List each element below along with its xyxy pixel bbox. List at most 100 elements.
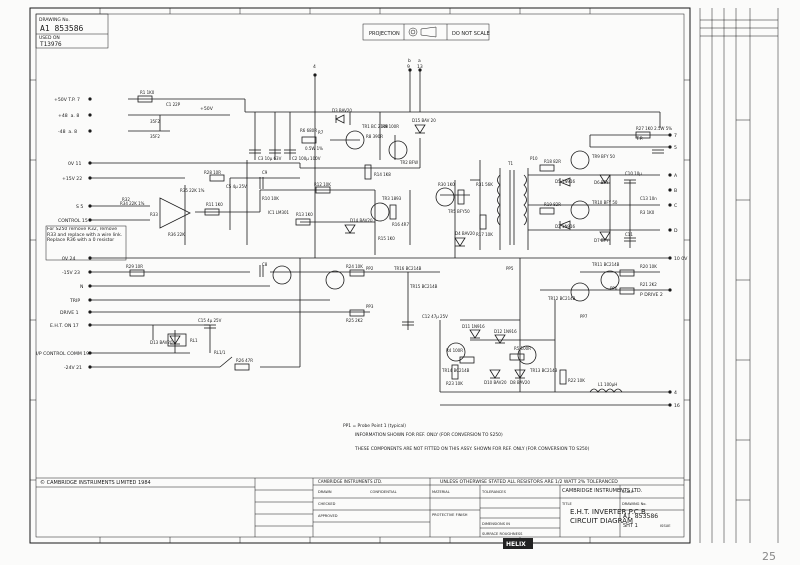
- tb-material: MATERIAL: [432, 490, 450, 494]
- title-line-1: E.H.T. INVERTER P.C.B.: [570, 508, 648, 516]
- label-35f2-a: 35F2: [150, 119, 160, 124]
- projection-box: [362, 23, 490, 41]
- label-d8: D8 BAV20: [510, 380, 530, 385]
- out-4: 4: [674, 390, 677, 396]
- label-r32: R32: [122, 197, 130, 202]
- label-t1: T1: [507, 161, 513, 166]
- label-tr11: TR11 BC214B: [591, 262, 620, 267]
- label-c10: C10 10µ: [625, 171, 642, 176]
- label-r11: R11 1K0: [206, 202, 223, 207]
- label-pp5: PP5: [506, 266, 514, 271]
- node-13: 13: [417, 64, 423, 70]
- label-r6: R6 680R: [300, 128, 317, 133]
- projection-label: PROJECTION: [369, 31, 400, 37]
- label-tr10: TR10 BFY 50: [591, 200, 618, 205]
- rail-0v: 0V 11: [68, 161, 81, 167]
- label-tr13: TR13 BC214B: [529, 368, 558, 373]
- tb-approved: APPROVED: [318, 514, 338, 518]
- tb-drawing-no-value: A1 853586: [623, 512, 658, 520]
- rail-p50v: +50V: [200, 106, 214, 112]
- rail-drive1: DRIVE 1: [60, 310, 79, 316]
- grid-ticks: [30, 8, 690, 543]
- label-pp7: PP7: [580, 314, 588, 319]
- do-not-scale-label: DO NOT SCALE: [452, 31, 490, 37]
- tb-protective: PROTECTIVE FINISH: [432, 513, 468, 517]
- out-16: 16: [674, 403, 680, 409]
- used-on-value: T13976: [40, 41, 62, 48]
- tb-scale: SCALE: [622, 490, 634, 494]
- label-r25: R25 2K2: [346, 318, 363, 323]
- inner-frame: [35, 13, 685, 538]
- label-tr15: TR15 BC214B: [409, 284, 438, 289]
- relay-switch: [219, 356, 233, 368]
- label-d6: D6 BTY: [594, 180, 609, 185]
- transformer-t1: [497, 170, 527, 245]
- label-r7: R7: [318, 130, 324, 135]
- label-pp2: PP2: [366, 266, 374, 271]
- label-r1: R1 1K0: [140, 90, 155, 95]
- label-r19: R19 82R: [544, 202, 561, 207]
- label-c3: C3 10µ 63V: [258, 156, 282, 161]
- out-a: A: [674, 173, 678, 179]
- label-r35: R35 22K 1%: [180, 188, 205, 193]
- rail-n: N: [80, 284, 83, 290]
- label-tr1: TR1 BC 214B: [361, 124, 388, 129]
- title-line-2: CIRCUIT DIAGRAM: [570, 517, 633, 525]
- rail-p50-tp: +50V T.P. 7: [54, 97, 80, 103]
- rail-p15: +15V 22: [62, 176, 82, 182]
- node-9: 9: [407, 64, 410, 70]
- rail-eht-on: E.H.T. ON 17: [50, 323, 79, 329]
- label-d4: D4 BAV20: [455, 231, 475, 236]
- label-r31: R31 56K: [476, 182, 493, 187]
- drawing-no-value: A1 853586: [40, 24, 84, 33]
- label-pp3: PP3: [366, 304, 374, 309]
- out-7: 7: [674, 133, 677, 139]
- label-r33: R33: [150, 212, 158, 217]
- label-r28: R28 10R: [204, 170, 221, 175]
- out-d: D: [674, 228, 678, 234]
- copyright: © CAMBRIDGE INSTRUMENTS LIMITED 1984: [40, 479, 151, 486]
- notes-block: PP1 = Probe Point 1 (typical) INFORMATIO…: [343, 423, 590, 452]
- label-r26: R26 47R: [236, 358, 253, 363]
- rail-control: CONTROL 15: [58, 218, 88, 224]
- node-4: 4: [313, 64, 316, 70]
- rail-0v10: 10 0V: [674, 256, 688, 262]
- drawing-no-label: DRAWING No.: [39, 17, 70, 23]
- title-block-text: © CAMBRIDGE INSTRUMENTS LIMITED 1984 CAM…: [40, 479, 671, 536]
- label-r9: R9 100R: [382, 124, 399, 129]
- rail-p48: +48 a. 8: [58, 113, 79, 119]
- tb-title-label: TITLE: [561, 502, 572, 506]
- label-r21: R21 2K2: [640, 282, 657, 287]
- label-tr12: TR12 BC214B: [547, 296, 576, 301]
- label-pp6: PP6: [610, 286, 618, 291]
- label-ic1: IC1 LM301: [268, 210, 290, 215]
- label-r14: R14 1K8: [374, 172, 391, 177]
- helix-stamp: [503, 538, 533, 549]
- transistors: [272, 130, 620, 365]
- revision-strip: [699, 8, 779, 543]
- label-c8: C8: [262, 262, 268, 267]
- relay-coil: [167, 333, 187, 347]
- label-r3: R3 1K0: [640, 210, 655, 215]
- rail-ip-comm: I/P CONTROL COMM 19: [36, 351, 89, 357]
- label-r12: R12 10K: [314, 182, 331, 187]
- label-r10: R10 10K: [262, 196, 279, 201]
- drawing-number-box: [35, 13, 109, 49]
- tb-drawn: DRAWN: [318, 490, 332, 494]
- label-l1: L1 100µH: [598, 382, 617, 387]
- label-d10: D10 BAV20: [484, 380, 507, 385]
- tb-surface: SURFACE ROUGHNESS: [482, 532, 523, 536]
- label-r8: R8 390R: [366, 134, 383, 139]
- note-not-fitted: THESE COMPONENTS ARE NOT FITTED ON THIS …: [354, 446, 590, 452]
- used-on-label: USED ON: [39, 35, 60, 41]
- label-r34: R34 22K 1%: [120, 201, 145, 206]
- out-c: C: [674, 203, 677, 209]
- s250-note-box: For S250 remove R32, remove R33 and repl…: [47, 227, 125, 259]
- diodes: [169, 114, 611, 379]
- out-5: 5: [674, 145, 677, 151]
- label-tr2: TR2 BFW: [399, 160, 418, 165]
- label-tr5: TR5 BFY50: [447, 209, 470, 214]
- company-name: CAMBRIDGE INSTRUMENTS LTD.: [562, 488, 643, 494]
